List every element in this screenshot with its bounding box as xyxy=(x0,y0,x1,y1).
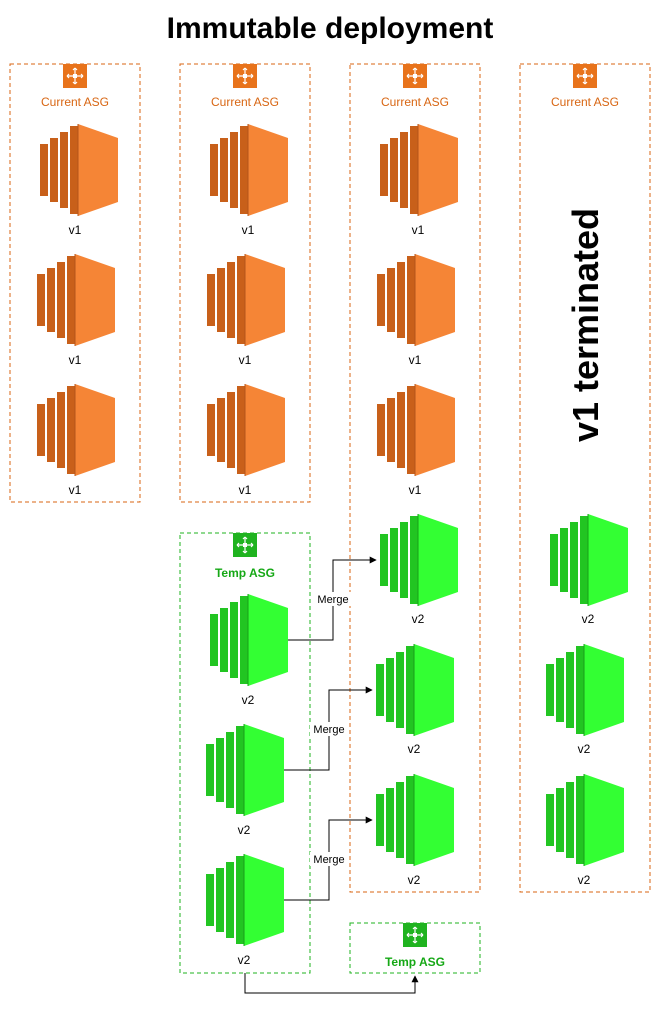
ec2-instance-icon xyxy=(206,253,286,347)
group-label: Current ASG xyxy=(381,95,449,109)
auto-scaling-group-icon xyxy=(402,922,428,948)
instance-version-label: v2 xyxy=(578,742,591,756)
current-asg-group-4: Current ASG xyxy=(519,63,651,893)
instance-version-label: v1 xyxy=(409,483,422,497)
instance-version-label: v2 xyxy=(578,873,591,887)
instance-version-label: v2 xyxy=(238,953,251,967)
merge-label: Merge xyxy=(313,724,344,736)
group-label: Temp ASG xyxy=(215,566,275,580)
instance-version-label: v1 xyxy=(239,483,252,497)
current-asg-group-2: Current ASG xyxy=(179,63,311,503)
ec2-instance-icon xyxy=(206,383,286,477)
auto-scaling-group-icon xyxy=(572,63,598,89)
instance-version-label: v1 xyxy=(239,353,252,367)
instance-version-label: v2 xyxy=(238,823,251,837)
v1-terminated-text: v1 terminated xyxy=(565,208,606,442)
instance-version-label: v1 xyxy=(412,223,425,237)
ec2-instance-icon xyxy=(205,853,285,947)
ec2-instance-icon xyxy=(545,773,625,867)
current-asg-group-1: Current ASG xyxy=(9,63,141,503)
ec2-instance-icon xyxy=(209,593,289,687)
instance-version-label: v2 xyxy=(408,873,421,887)
ec2-instance-icon xyxy=(39,123,119,217)
ec2-instance-icon xyxy=(375,643,455,737)
instance-version-label: v1 xyxy=(409,353,422,367)
ec2-instance-icon xyxy=(545,643,625,737)
instance-version-label: v1 xyxy=(69,353,82,367)
instance-version-label: v1 xyxy=(242,223,255,237)
temp-asg-group-2: Temp ASG xyxy=(349,922,481,974)
merge-label: Merge xyxy=(313,854,344,866)
auto-scaling-group-icon xyxy=(62,63,88,89)
group-label: Current ASG xyxy=(551,95,619,109)
auto-scaling-group-icon xyxy=(402,63,428,89)
diagram-title: Immutable deployment xyxy=(167,12,494,45)
ec2-instance-icon xyxy=(376,383,456,477)
move-arrow xyxy=(244,973,419,994)
ec2-instance-icon xyxy=(379,513,459,607)
instance-version-label: v1 xyxy=(69,223,82,237)
instance-version-label: v2 xyxy=(582,612,595,626)
temp-asg-group-1: Temp ASG xyxy=(179,532,311,974)
ec2-instance-icon xyxy=(375,773,455,867)
group-label: Current ASG xyxy=(41,95,109,109)
instance-version-label: v2 xyxy=(408,742,421,756)
ec2-instance-icon xyxy=(36,253,116,347)
auto-scaling-group-icon xyxy=(232,532,258,558)
group-label: Current ASG xyxy=(211,95,279,109)
ec2-instance-icon xyxy=(209,123,289,217)
merge-label: Merge xyxy=(317,594,348,606)
ec2-instance-icon xyxy=(376,253,456,347)
instance-version-label: v2 xyxy=(412,612,425,626)
ec2-instance-icon xyxy=(205,723,285,817)
current-asg-group-3: Current ASG xyxy=(349,63,481,893)
instance-version-label: v1 xyxy=(69,483,82,497)
ec2-instance-icon xyxy=(379,123,459,217)
instance-version-label: v2 xyxy=(242,693,255,707)
group-label: Temp ASG xyxy=(385,955,445,969)
auto-scaling-group-icon xyxy=(232,63,258,89)
ec2-instance-icon xyxy=(549,513,629,607)
ec2-instance-icon xyxy=(36,383,116,477)
